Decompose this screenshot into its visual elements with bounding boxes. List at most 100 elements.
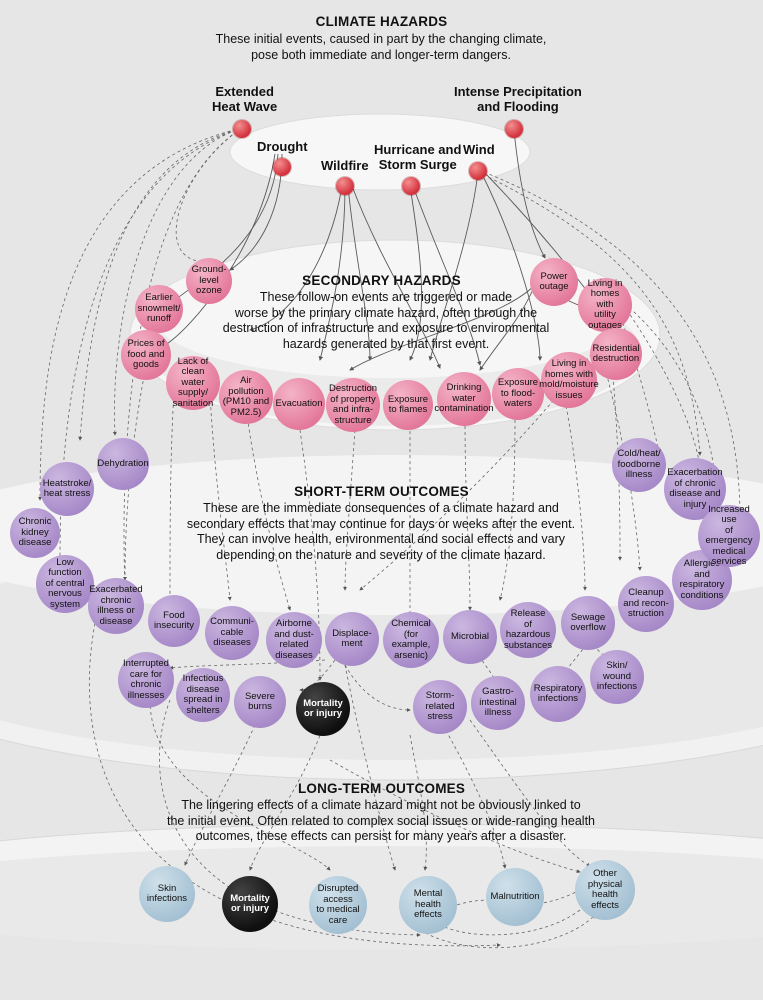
node-line: or injury [303,708,342,719]
node-line: substances [503,639,553,651]
label-line: Intense Precipitation [454,84,582,99]
node-line: sanitation [172,397,214,409]
node-line: system [49,598,81,610]
node-line: Microbial [450,630,489,642]
node-line: Cold/heat/ [617,448,661,460]
node-line: Displace- [332,627,372,639]
hazard-dot-heat-wave [233,120,251,138]
node-line: level [199,274,219,286]
node-line: Mortality [303,697,343,709]
hazard-label-wind: Wind [463,142,495,157]
node-line: wound [602,670,631,682]
node-line: chronic [130,679,162,690]
label-line: and Flooding [477,99,559,114]
node-line: Communi- [210,616,254,628]
climate-hazards-desc: These initial events, caused in part by … [181,32,581,63]
node-line: Severe [244,690,276,702]
node-line: nervous [48,588,82,600]
node-line: Release [510,608,546,619]
node-line: effects [591,899,619,911]
node-line: homes with [590,288,620,310]
node-line: conditions [680,589,724,601]
node-line: health [415,898,441,910]
node-line: effects [414,909,442,921]
node-line: destruction [592,353,640,364]
long-term-outcomes-title: LONG-TERM OUTCOMES [297,781,466,796]
node-line: injury [683,498,707,510]
node-line: Skin/ [606,660,628,672]
node-line: care for [129,668,163,680]
node-line: infections [537,693,579,704]
node-line: homes with [544,368,594,380]
short-term-outcomes-desc: These are the immediate consequences of … [181,501,581,563]
node-line: illness [484,707,512,719]
hazard-label-drought: Drought [257,139,308,154]
node-heatstroke: Heatstroke/heat stress [40,462,94,516]
node-line: diseases [275,649,313,661]
desc-line: These are the immediate consequences of … [203,501,559,515]
node-line: disease [186,683,220,695]
desc-line: These initial events, caused in part by … [215,32,547,46]
node-line: Low function [48,556,82,579]
node-line: burns [248,701,272,712]
node-line: of hazardous [505,618,551,640]
node-line: Mortality [230,892,270,904]
node-line: runoff [146,313,172,325]
node-line: Living in [587,277,623,289]
node-line: outage [539,281,569,292]
node-line: waters [504,398,532,410]
node-line: physical [587,878,623,890]
node-line: of chronic [674,477,716,489]
node-line: and recon- [623,597,669,609]
node-line: clean water [181,366,205,388]
hazard-label-heat-wave: Extended Heat Wave [212,84,277,114]
node-line: services [711,556,747,567]
desc-line: depending on the nature and severity of … [216,547,546,562]
node-line: goods [133,359,159,371]
node-line: Dehydration [97,457,149,469]
node-evacuation: Evacuation [273,378,325,430]
node-line: disease and [669,488,721,499]
node-microbial: Microbial [443,610,497,664]
node-line: to medical [316,904,360,915]
node-line: foodborne [617,458,661,470]
node-line: PM2.5) [230,406,262,418]
node-line: illness or [97,605,135,616]
node-line: illnesses [127,689,165,701]
hazard-dot-hurricane [402,177,420,195]
node-line: (for example, [391,628,431,650]
hazard-dot-precipitation [505,120,523,138]
node-line: arsenic) [394,649,428,661]
label-line: Extended [215,84,274,99]
node-line: Exposure [497,377,539,389]
band-short-top [0,455,763,615]
node-line: care [328,914,348,926]
node-line: spread in [183,694,223,705]
node-line: Malnutrition [490,890,540,902]
node-malnutrition: Malnutrition [486,868,544,926]
node-line: intestinal [479,696,517,708]
node-line: pollution [228,385,264,397]
node-line: infections [596,681,638,693]
node-line: infections [146,893,188,904]
node-line: chronic [100,594,132,606]
node-line: Respiratory [533,682,583,694]
